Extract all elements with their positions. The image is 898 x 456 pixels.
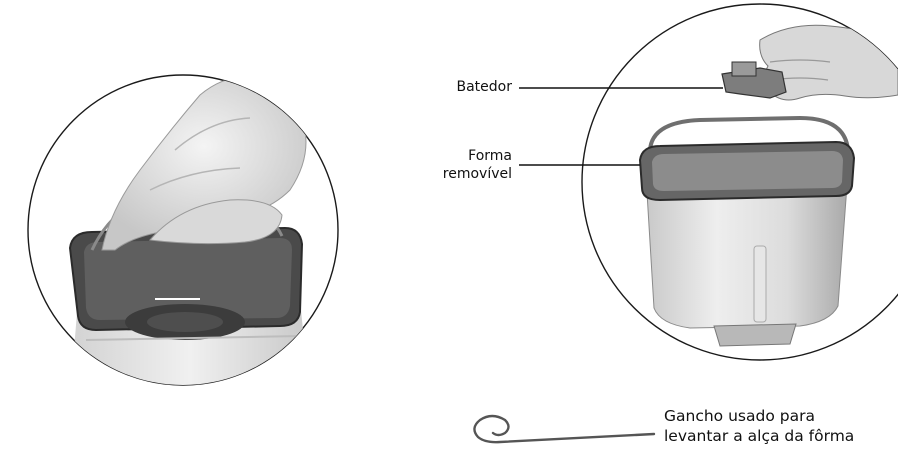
forma-label-line2: removível — [420, 166, 512, 183]
gancho-caption-line1: Gancho usado para — [664, 407, 894, 426]
forma-label-line1: Forma — [420, 148, 512, 165]
left-illustration — [28, 75, 338, 400]
batedor-label: Batedor — [430, 79, 512, 96]
right-illustration — [582, 4, 898, 360]
gancho-caption-line2: levantar a alça da fôrma — [664, 427, 896, 446]
hook-illustration — [474, 416, 654, 442]
